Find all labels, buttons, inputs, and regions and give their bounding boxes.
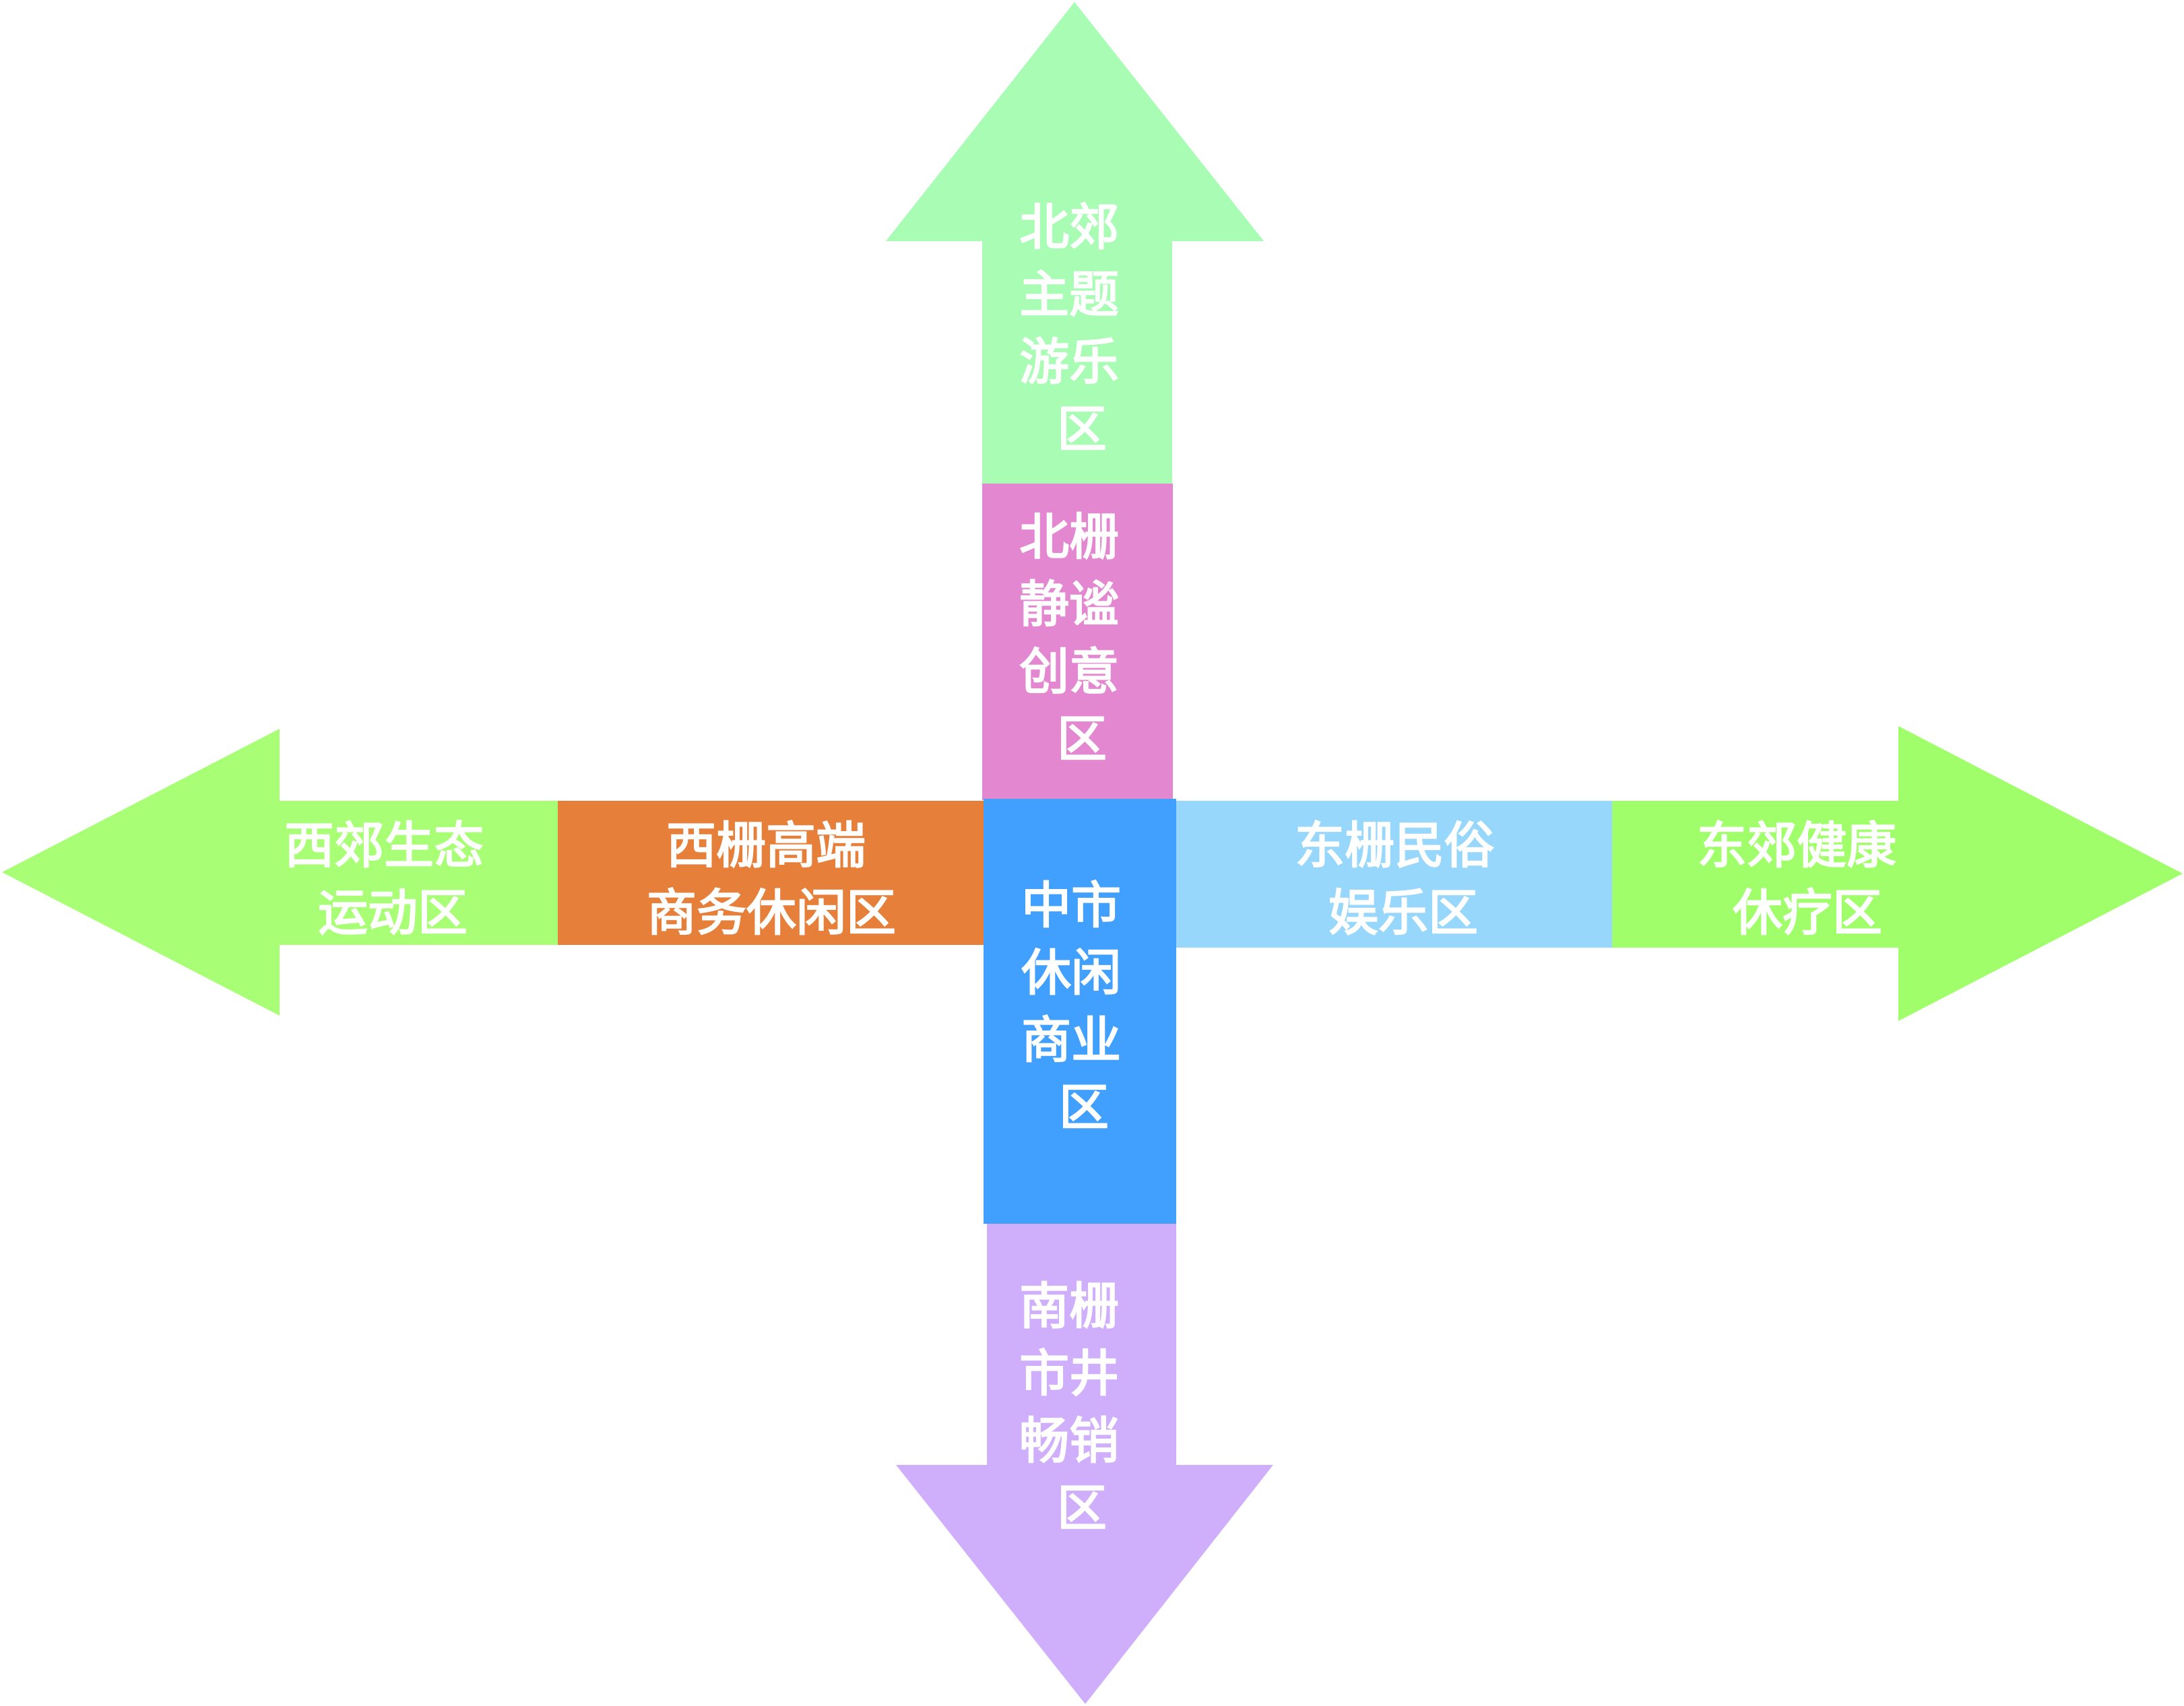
north-arrow [886,2,1264,484]
center-label: 中市 休闲 商业 区 [1021,877,1138,1137]
west-arrow [2,729,559,1016]
north-inner-label: 北栅 静谧 创意 区 [1019,508,1136,768]
east-inner-block [1174,801,1613,948]
east-arrow [1612,726,2183,1021]
south-label: 南栅 市井 畅销 区 [1019,1278,1136,1538]
north-inner-block [982,484,1173,800]
west-inner-label: 西栅高端 商务休闲区 [647,817,896,942]
north-outer-label: 北郊 主题 游乐 区 [1019,199,1136,459]
east-inner-label: 东栅民俗 娱乐区 [1295,817,1512,942]
west-inner-block [558,801,985,945]
center-block [984,799,1176,1224]
east-outer-label: 东郊健康 休疗区 [1697,817,1914,942]
west-outer-label: 西郊生态 运动区 [284,817,501,942]
south-arrow [896,1222,1273,1704]
